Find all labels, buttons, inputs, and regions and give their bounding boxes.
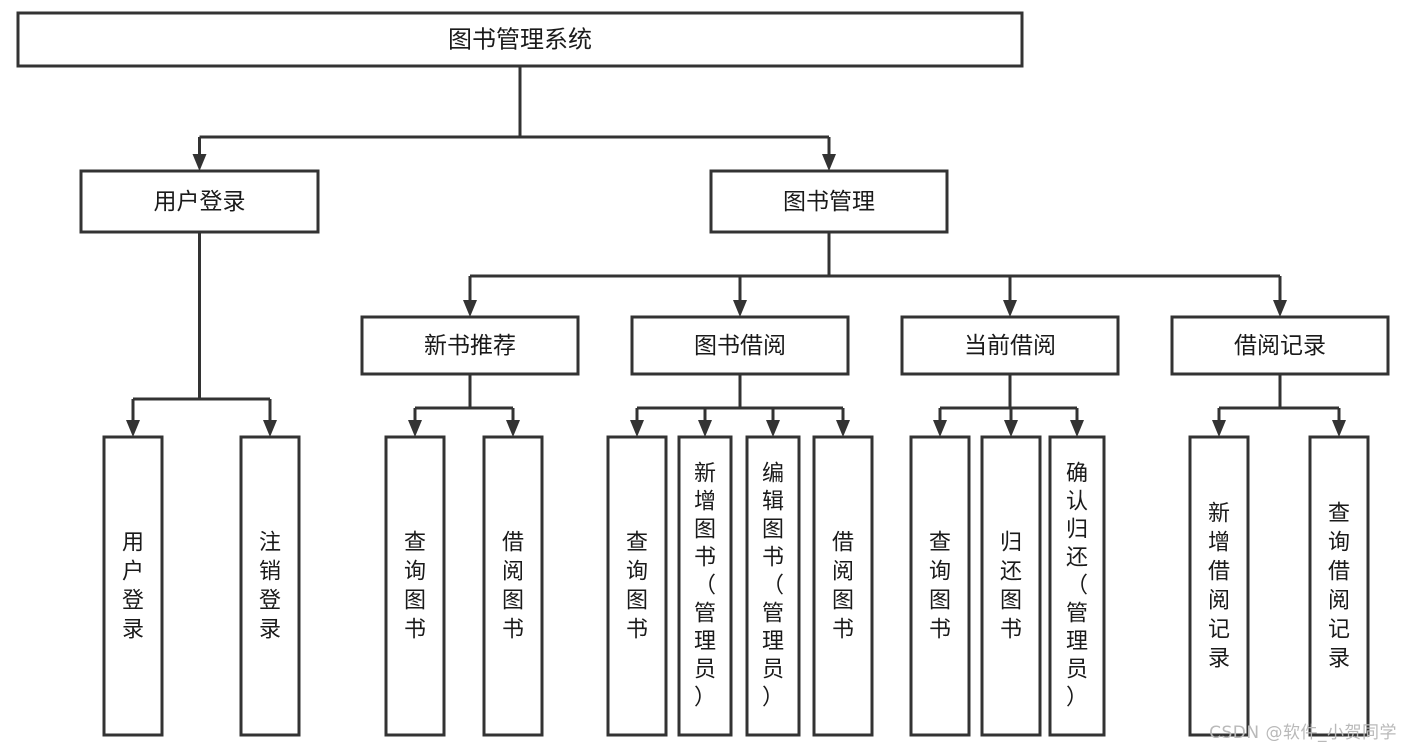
arrowhead-newbook-child-1 <box>506 420 520 437</box>
node-user-login-label: 用户登录 <box>154 189 246 215</box>
arrowhead-bookmanage-child-0 <box>463 300 477 317</box>
node-leaf-logout-rect <box>239 435 301 737</box>
node-root-book-management-system-label: 图书管理系统 <box>448 26 592 54</box>
node-leaf-user-login[interactable]: 用户登录 <box>102 435 164 737</box>
node-leaf-logout-label: 注销登录 <box>259 531 281 643</box>
arrowhead-borrowrecord-child-0 <box>1212 420 1226 437</box>
node-leaf-user-login-rect <box>102 435 164 737</box>
node-book-borrow-label: 图书借阅 <box>694 333 786 359</box>
arrowhead-userlogin-child-1 <box>263 420 277 437</box>
node-leaf-query-book-current-label: 查询图书 <box>929 531 951 643</box>
arrowhead-currentborrow-child-2 <box>1070 420 1084 437</box>
node-leaf-return-book[interactable]: 归还图书 <box>980 435 1042 737</box>
node-book-borrow-rect <box>630 315 850 376</box>
arrowhead-root-child-0 <box>192 154 207 171</box>
node-leaf-query-book-borrow[interactable]: 查询图书 <box>606 435 668 737</box>
node-leaf-add-borrow-record-rect <box>1188 435 1250 737</box>
node-borrow-record[interactable]: 借阅记录 <box>1170 315 1390 376</box>
node-borrow-record-rect <box>1170 315 1390 376</box>
arrowhead-bookborrow-child-0 <box>630 420 644 437</box>
node-leaf-query-book-borrow-label: 查询图书 <box>626 531 648 643</box>
node-leaf-borrow-book-rec[interactable]: 借阅图书 <box>482 435 544 737</box>
node-book-borrow[interactable]: 图书借阅 <box>630 315 850 376</box>
node-leaf-query-book-rec[interactable]: 查询图书 <box>384 435 446 737</box>
node-user-login-rect <box>79 169 320 234</box>
node-leaf-borrow-book-rec-rect <box>482 435 544 737</box>
node-leaf-add-book-admin-label: 新增图书（管理员） <box>694 462 716 711</box>
node-new-book-recommend[interactable]: 新书推荐 <box>360 315 580 376</box>
node-leaf-edit-book-admin[interactable]: 编辑图书（管理员） <box>745 435 801 737</box>
node-new-book-recommend-rect <box>360 315 580 376</box>
node-leaf-add-borrow-record[interactable]: 新增借阅记录 <box>1188 435 1250 737</box>
node-borrow-record-label: 借阅记录 <box>1234 333 1326 359</box>
node-leaf-edit-book-admin-rect <box>745 435 801 737</box>
arrowhead-bookborrow-child-3 <box>836 420 850 437</box>
node-leaf-logout[interactable]: 注销登录 <box>239 435 301 737</box>
node-leaf-return-book-rect <box>980 435 1042 737</box>
arrowhead-bookmanage-child-1 <box>733 300 747 317</box>
node-root-book-management-system-rect <box>16 11 1024 68</box>
node-leaf-query-borrow-record-rect <box>1308 435 1370 737</box>
arrowhead-bookmanage-child-3 <box>1273 300 1287 317</box>
node-book-manage-rect <box>709 169 949 234</box>
node-leaf-query-book-current-rect <box>909 435 971 737</box>
node-leaf-return-book-label: 归还图书 <box>1000 531 1022 643</box>
node-leaf-query-borrow-record[interactable]: 查询借阅记录 <box>1308 435 1370 737</box>
node-layer: 图书管理系统用户登录图书管理新书推荐图书借阅当前借阅借阅记录用户登录注销登录查询… <box>16 11 1390 737</box>
arrowhead-currentborrow-child-1 <box>1004 420 1018 437</box>
arrowhead-newbook-child-0 <box>408 420 422 437</box>
node-leaf-confirm-return-admin-label: 确认归还（管理员） <box>1066 462 1088 711</box>
node-book-manage-label: 图书管理 <box>783 189 875 215</box>
node-leaf-query-book-rec-label: 查询图书 <box>404 531 426 643</box>
node-root-book-management-system[interactable]: 图书管理系统 <box>16 11 1024 68</box>
node-leaf-query-borrow-record-label: 查询借阅记录 <box>1328 502 1350 672</box>
arrowhead-borrowrecord-child-1 <box>1332 420 1346 437</box>
node-leaf-borrow-book[interactable]: 借阅图书 <box>812 435 874 737</box>
node-book-manage[interactable]: 图书管理 <box>709 169 949 234</box>
arrowhead-bookmanage-child-2 <box>1003 300 1017 317</box>
node-leaf-edit-book-admin-label: 编辑图书（管理员） <box>762 462 784 711</box>
node-current-borrow[interactable]: 当前借阅 <box>900 315 1120 376</box>
node-user-login[interactable]: 用户登录 <box>79 169 320 234</box>
node-leaf-borrow-book-rect <box>812 435 874 737</box>
node-leaf-add-book-admin-rect <box>677 435 733 737</box>
csdn-watermark: CSDN @软件_小贺同学 <box>1209 723 1397 743</box>
node-leaf-add-book-admin[interactable]: 新增图书（管理员） <box>677 435 733 737</box>
node-leaf-confirm-return-admin[interactable]: 确认归还（管理员） <box>1048 435 1106 737</box>
node-leaf-query-book-rec-rect <box>384 435 446 737</box>
node-new-book-recommend-label: 新书推荐 <box>424 333 516 359</box>
node-leaf-borrow-book-rec-label: 借阅图书 <box>502 531 524 643</box>
node-leaf-add-borrow-record-label: 新增借阅记录 <box>1208 502 1230 672</box>
node-leaf-borrow-book-label: 借阅图书 <box>832 531 854 643</box>
node-leaf-confirm-return-admin-rect <box>1048 435 1106 737</box>
arrowhead-bookborrow-child-2 <box>766 420 780 437</box>
node-current-borrow-label: 当前借阅 <box>964 333 1056 359</box>
arrowhead-currentborrow-child-0 <box>933 420 947 437</box>
arrowhead-bookborrow-child-1 <box>698 420 712 437</box>
arrowhead-userlogin-child-0 <box>126 420 140 437</box>
node-leaf-user-login-label: 用户登录 <box>122 531 144 643</box>
arrowhead-root-child-1 <box>822 154 836 171</box>
connector-layer <box>126 66 1346 437</box>
node-current-borrow-rect <box>900 315 1120 376</box>
node-leaf-query-book-current[interactable]: 查询图书 <box>909 435 971 737</box>
node-leaf-query-book-borrow-rect <box>606 435 668 737</box>
